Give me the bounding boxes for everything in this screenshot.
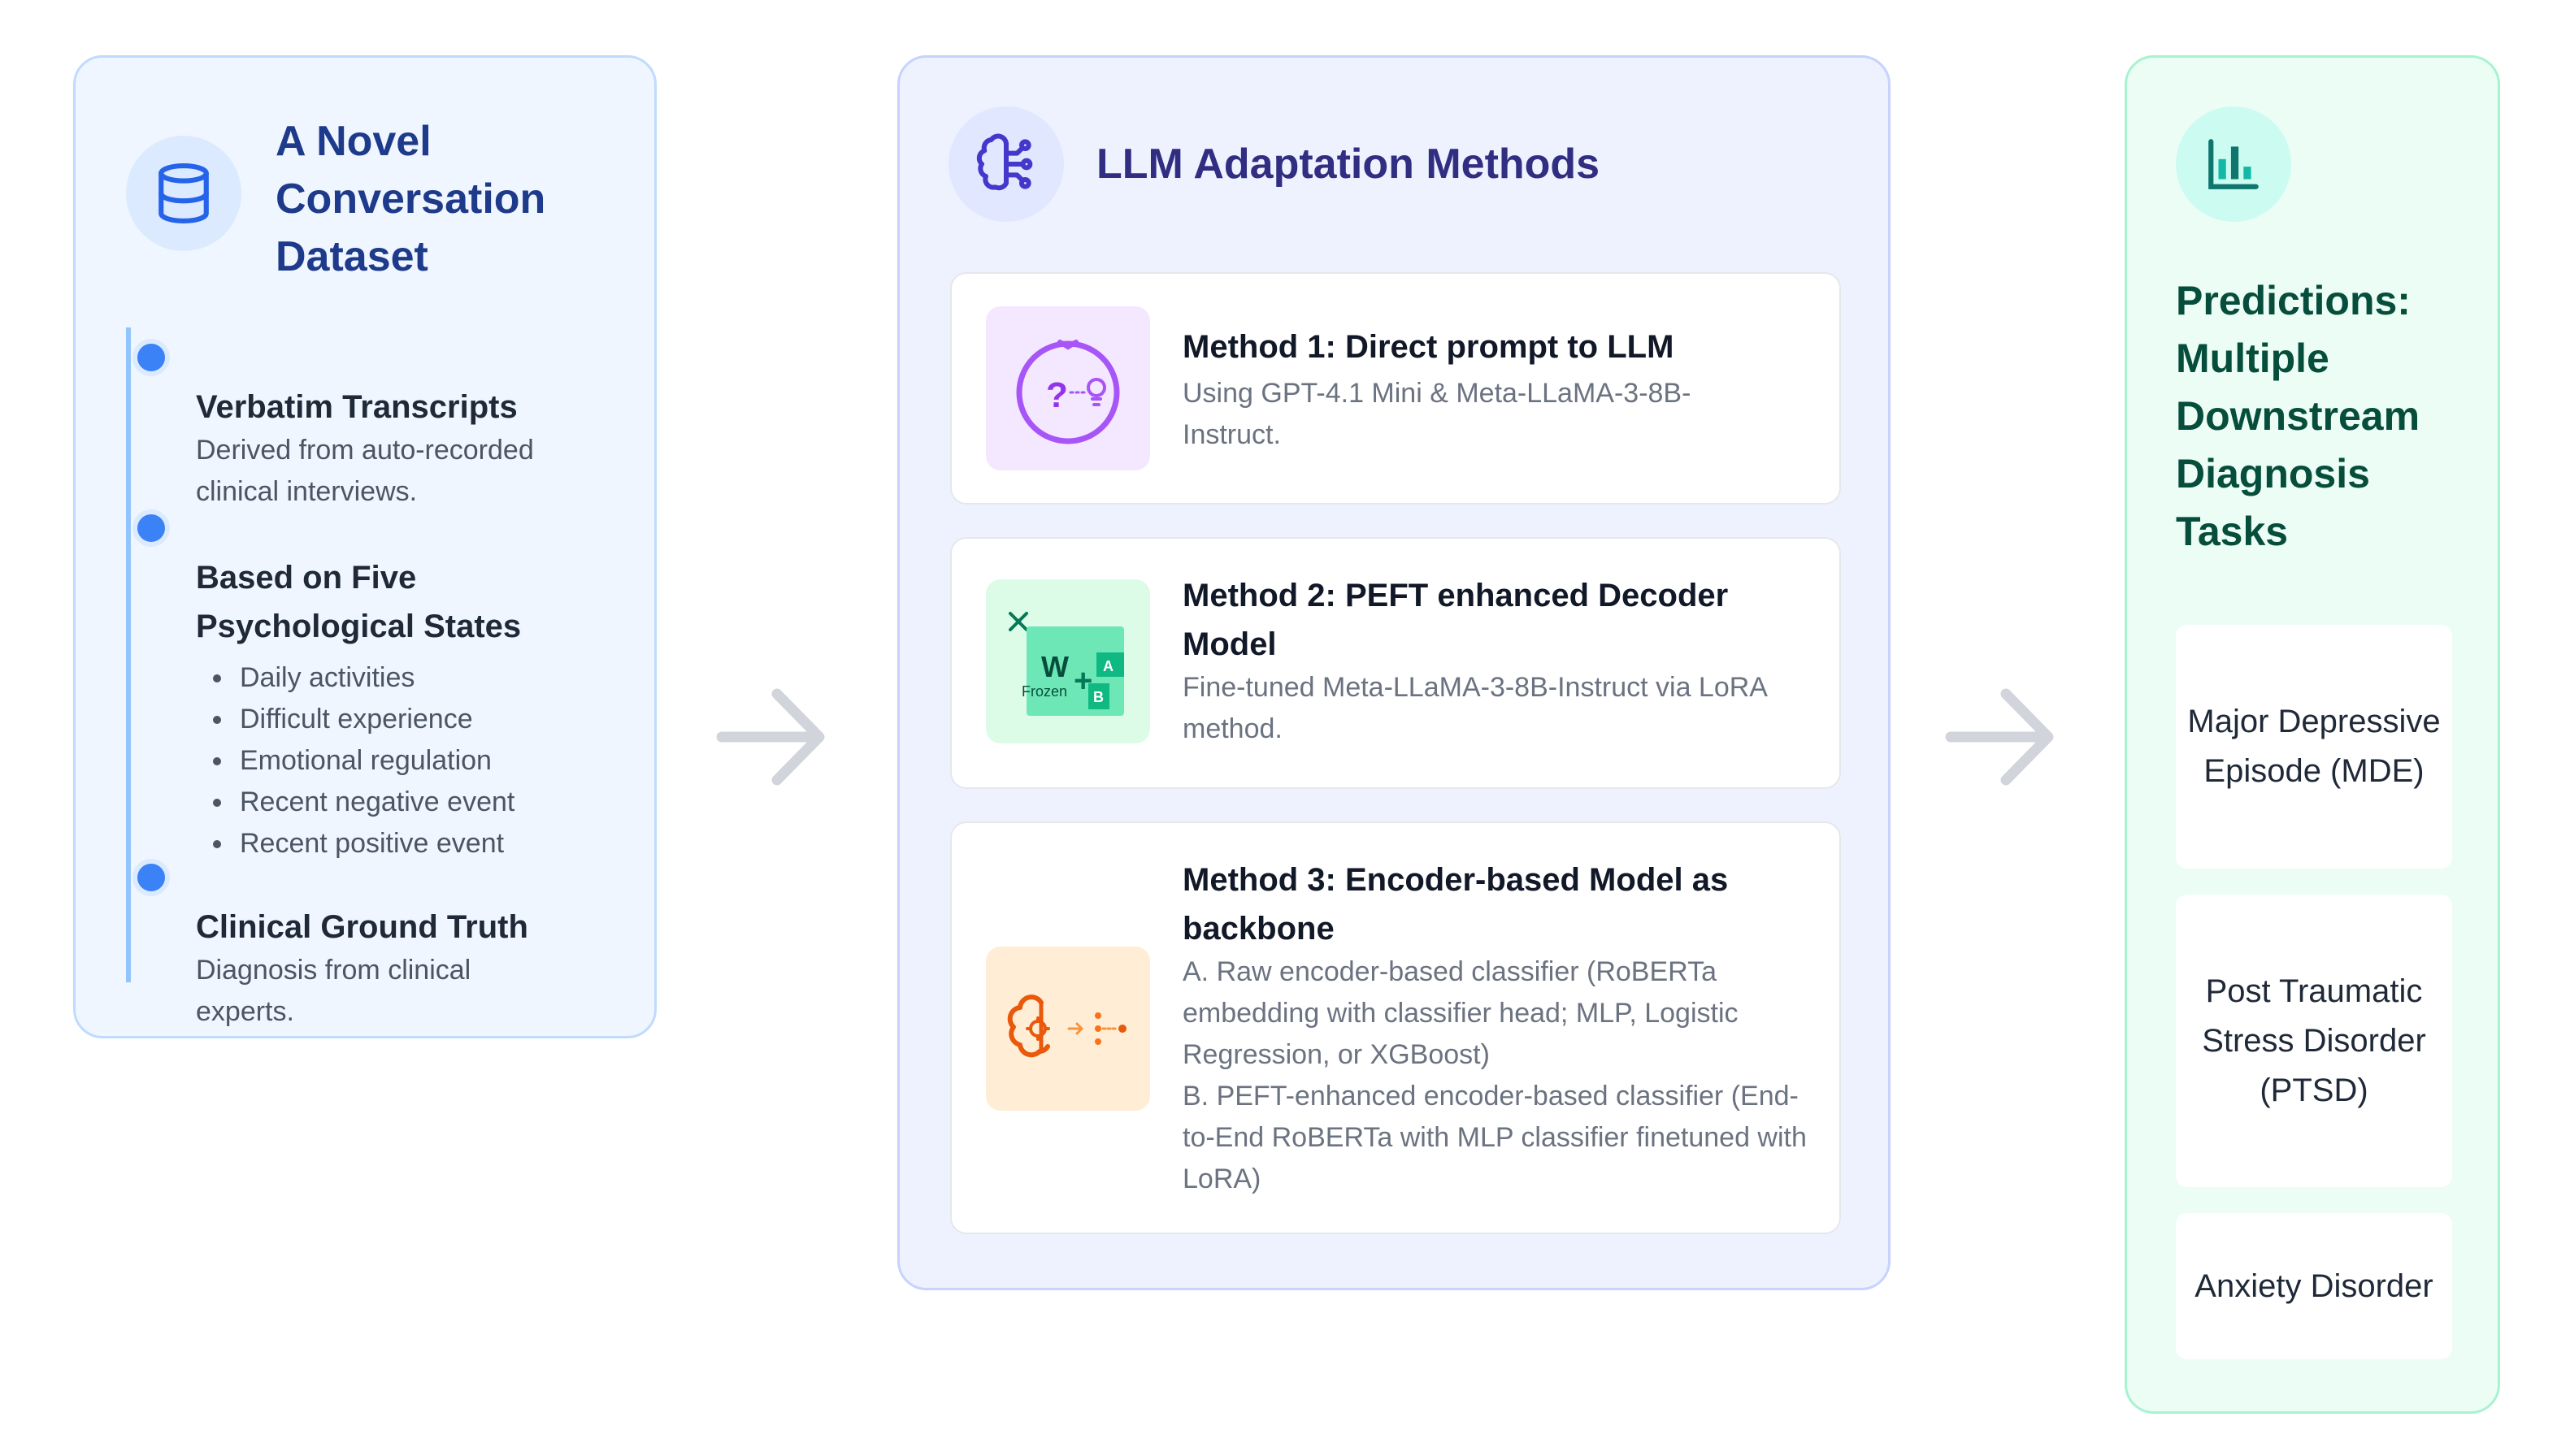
section-title: Verbatim Transcripts <box>196 389 518 425</box>
encoder-network-icon <box>1007 994 1127 1058</box>
lora-matrix-icon: W Frozen + A B <box>1009 612 1124 716</box>
methods-panel: LLM Adaptation Methods ? Method 1: Direc… <box>897 55 1891 1290</box>
method-card-2: W Frozen + A B Method 2: PEFT enhanced D… <box>950 537 1841 789</box>
method-card-1: ? Method 1: Direct prompt to LLM Using G… <box>950 272 1841 505</box>
dataset-panel: A Novel Conversation Dataset Verbatim Tr… <box>73 55 657 1038</box>
predictions-title: Predictions: Multiple Downstream Diagnos… <box>2176 278 2420 554</box>
method-title: Method 3: Encoder-based Model as backbon… <box>1183 862 1729 947</box>
task-card: Major Depressive Episode (MDE) <box>2176 625 2452 869</box>
dataset-title: A Novel Conversation Dataset <box>276 118 546 280</box>
method-description: Fine-tuned Meta-LLaMA-3-8B-Instruct via … <box>1183 672 1767 744</box>
timeline-dot <box>132 509 170 547</box>
method-description: B. PEFT-enhanced encoder-based classifie… <box>1183 1081 1807 1194</box>
list-item: Difficult experience <box>235 699 514 740</box>
methods-title: LLM Adaptation Methods <box>1096 141 1600 188</box>
predictions-icon-circle <box>2176 106 2291 222</box>
psych-states-list: Daily activities Difficult experience Em… <box>196 657 514 864</box>
arrow-right-icon <box>716 688 825 786</box>
timeline-dot <box>132 859 170 896</box>
bar-chart-icon <box>2208 139 2259 189</box>
svg-text:Frozen: Frozen <box>1022 683 1067 700</box>
list-item: Daily activities <box>235 657 514 699</box>
svg-text:B: B <box>1093 689 1104 705</box>
method-title: Method 2: PEFT enhanced Decoder Model <box>1183 578 1729 662</box>
list-item: Emotional regulation <box>235 740 514 782</box>
predictions-panel: Predictions: Multiple Downstream Diagnos… <box>2125 55 2500 1414</box>
list-item: Recent positive event <box>235 823 514 864</box>
svg-text:A: A <box>1103 658 1114 674</box>
database-icon <box>158 162 209 224</box>
method-1-icon-box: ? <box>986 306 1150 470</box>
svg-text:+: + <box>1074 663 1092 699</box>
task-card: Post Traumatic Stress Disorder (PTSD) <box>2176 895 2452 1187</box>
method-3-icon-box <box>986 947 1150 1111</box>
dataset-icon-circle <box>126 136 241 251</box>
method-card-3: Method 3: Encoder-based Model as backbon… <box>950 821 1841 1234</box>
list-item: Recent negative event <box>235 782 514 823</box>
task-card: Anxiety Disorder <box>2176 1213 2452 1359</box>
timeline-line <box>126 327 131 982</box>
method-description: Using GPT-4.1 Mini & Meta-LLaMA-3-8B-Ins… <box>1183 378 1691 450</box>
svg-text:?: ? <box>1046 375 1068 415</box>
brain-question-icon: ? <box>1016 340 1120 444</box>
svg-text:W: W <box>1041 650 1069 683</box>
arrow-right-icon <box>1945 688 2054 786</box>
brain-circuit-icon <box>976 133 1033 191</box>
method-2-icon-box: W Frozen + A B <box>986 579 1150 743</box>
methods-icon-circle <box>949 106 1064 222</box>
section-description: Derived from auto-recorded clinical inte… <box>196 435 534 507</box>
section-title: Clinical Ground Truth <box>196 909 528 945</box>
timeline-dot <box>132 339 170 376</box>
method-description: A. Raw encoder-based classifier (RoBERTa… <box>1183 956 1739 1070</box>
section-description: Diagnosis from clinical experts. <box>196 955 471 1027</box>
method-title: Method 1: Direct prompt to LLM <box>1183 329 1674 365</box>
section-title: Based on Five Psychological States <box>196 560 522 644</box>
